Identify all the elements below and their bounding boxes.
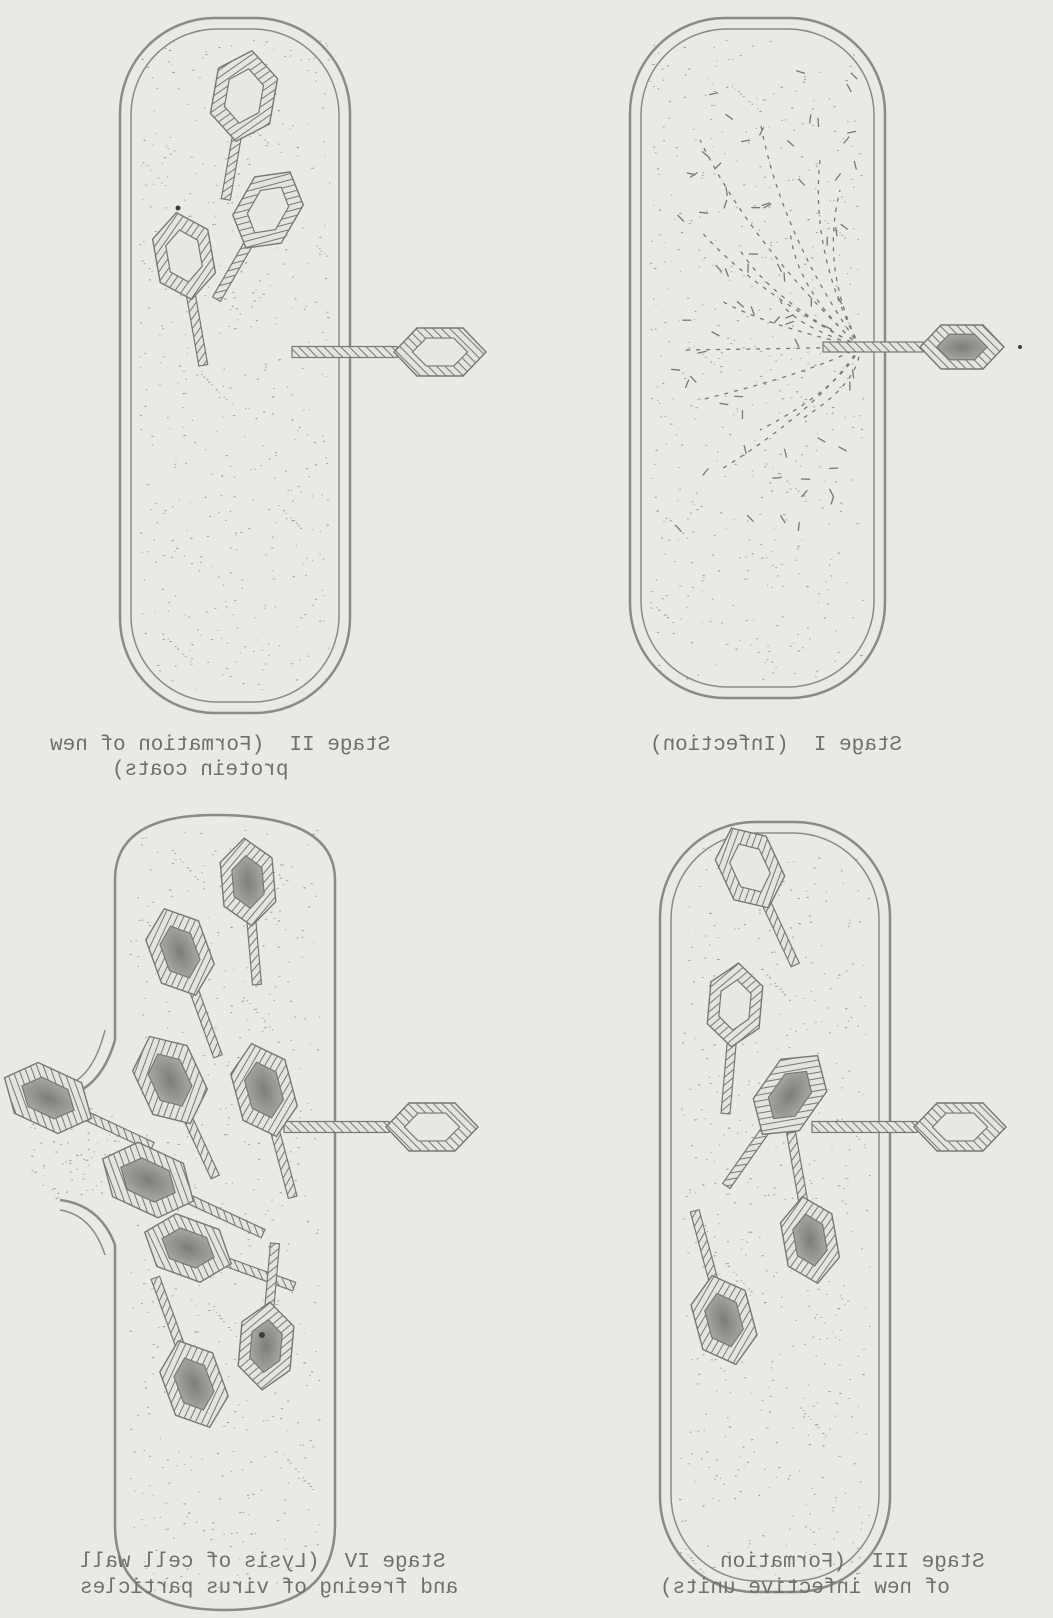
caption-stage-iv-line1: Stage IV (Lysis of cell wall [80, 1550, 445, 1576]
attached-phage-stage-ii [292, 328, 486, 376]
infective-unit-3 [703, 1040, 840, 1202]
attached-phage-stage-iii [812, 1103, 1006, 1151]
caption-stage-iii-line2: of new infective units) [660, 1576, 950, 1602]
caption-stage-iii-line1: Stage III (Formation [720, 1550, 985, 1576]
infective-unit-2 [700, 961, 765, 1116]
injected-dna-strands [671, 71, 860, 532]
infective-unit-4 [765, 1128, 843, 1288]
attached-phage-stage-i [823, 325, 1004, 369]
infective-unit-5 [668, 1204, 763, 1372]
virus-particle-1 [218, 836, 283, 987]
protein-coat-2 [192, 158, 314, 313]
caption-stage-ii-line2: protein coats) [112, 758, 288, 784]
cell-stage-iii [660, 822, 890, 1592]
caption-stage-iv-line2: and freeing of virus particles [80, 1576, 458, 1602]
virus-particle-4 [225, 1036, 320, 1204]
virus-particle-8 [129, 1268, 236, 1437]
cell-stage-i [630, 18, 885, 698]
caption-stage-i: Stage I (Infection) [650, 733, 902, 759]
attached-phage-stage-iv [284, 1103, 478, 1151]
caption-stage-ii-line1: Stage II (Formation of new [50, 733, 390, 759]
